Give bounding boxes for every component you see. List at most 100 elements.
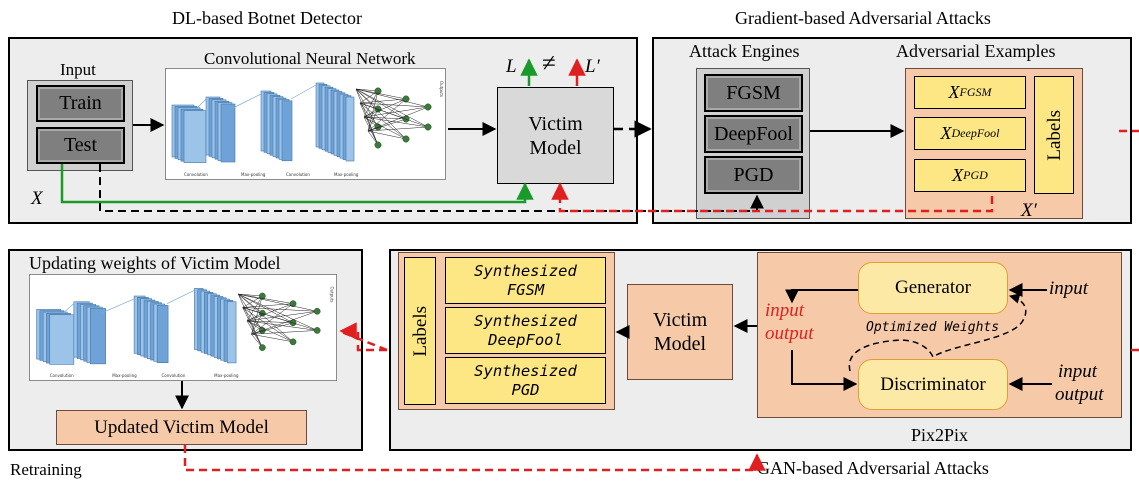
arrow-optimized-weights — [848, 293, 1027, 372]
nn-layer-3-10 — [226, 301, 237, 364]
botnet-detector-caption: DL-based Botnet Detector — [172, 8, 362, 28]
nn-fan-5-3 — [367, 118, 407, 132]
nn-node-7 — [313, 307, 321, 315]
x-deepfool-base: X — [940, 123, 952, 143]
x-deepfool-sub: DeepFool — [951, 126, 1000, 140]
nn-link-1 — [101, 298, 135, 314]
pix2pix-input-red: input — [765, 300, 805, 321]
nn-link-0 — [195, 98, 207, 110]
nn-node-7 — [424, 103, 432, 111]
lprime-label: L′ — [585, 56, 600, 77]
nn-layer-0-4 — [49, 314, 75, 365]
nn-fan-8-0 — [355, 88, 429, 128]
nn-fan-4-0 — [238, 293, 294, 304]
retraining-label: Retraining — [10, 460, 82, 479]
nn-fan-4-2 — [246, 303, 294, 322]
gradient-attacks-caption: Gradient-based Adversarial Attacks — [735, 8, 991, 28]
nn-fan-7-2 — [363, 106, 429, 118]
nn-fan-3-1 — [359, 102, 379, 146]
gan-victim-model-box: Victim Model — [627, 284, 733, 380]
pix2pix-label: Pix2Pix — [911, 425, 969, 445]
x-fgsm-base: X — [948, 82, 960, 102]
nn-layer-1-5 — [89, 308, 106, 365]
generator-box: Generator — [858, 262, 1008, 314]
nn-node-6 — [289, 338, 297, 346]
nn-layer-1-5 — [220, 103, 236, 163]
nn-caption-2: Convolution — [162, 373, 186, 378]
arrow-x-green — [60, 164, 534, 204]
engine-deepfool: DeepFool — [704, 115, 803, 153]
x-fgsm-sub: FGSM — [959, 85, 992, 99]
xprime-label: X′ — [1021, 200, 1037, 221]
attack-engines-label: Attack Engines — [689, 41, 800, 61]
nn-fan-8-1 — [359, 102, 429, 128]
arrow-generator-out — [785, 289, 858, 304]
synth-labels-box: Labels — [404, 257, 436, 405]
nn-fan-7-1 — [242, 307, 318, 312]
nn-node-0 — [259, 292, 266, 300]
x-label: X — [31, 188, 43, 209]
nn-fan-7-3 — [367, 106, 429, 132]
nn-fan-2-0 — [238, 293, 263, 331]
nn-fan-7-2 — [246, 311, 318, 322]
nn-fan-8-1 — [242, 307, 318, 331]
nn-fan-7-0 — [355, 88, 429, 108]
nn-node-0 — [374, 87, 382, 95]
arrow-gan-to-retrain-a — [338, 329, 388, 352]
train-box: Train — [36, 85, 125, 122]
nn-node-4 — [289, 300, 297, 307]
x-pgd-base: X — [952, 165, 964, 185]
engine-fgsm: FGSM — [704, 74, 803, 112]
adversarial-examples-label: Adversarial Examples — [896, 41, 1056, 61]
nn-link-1 — [230, 93, 262, 110]
nn-fan-3-1 — [242, 307, 263, 348]
nn-node-3 — [374, 141, 382, 149]
nn-caption-3: Max-pooling — [214, 373, 239, 378]
synth-deepfool-line2: DeepFool — [488, 330, 563, 349]
nn-fan-6-2 — [246, 320, 294, 343]
nn-outputs-label: Outputs — [439, 81, 444, 97]
nn-layer-2-7 — [156, 305, 169, 364]
l-label: L — [506, 56, 517, 77]
nn-fan-5-3 — [251, 322, 294, 335]
arrow-adv-to-victim — [551, 182, 994, 213]
nn-fan-2-0 — [355, 88, 379, 128]
nn-fan-4-2 — [363, 98, 407, 118]
nn-fan-4-3 — [367, 98, 407, 132]
arrow-test-to-engines — [99, 164, 764, 212]
synth-pgd-line1: Synthesized — [474, 361, 577, 380]
nn-link-0 — [62, 303, 75, 314]
neq-symbol: ≠ — [542, 50, 556, 77]
arrow-output-to-discriminator — [791, 350, 858, 391]
nn-fan-6-0 — [238, 293, 294, 343]
synth-deepfool-box: Synthesized DeepFool — [445, 307, 606, 354]
updating-weights-title: Updating weights of Victim Model — [29, 253, 281, 273]
nn-caption-2: Convolution — [286, 172, 310, 177]
nn-node-6 — [402, 135, 410, 143]
nn-caption-3: Max-pooling — [334, 172, 359, 177]
generator-input-label: input — [1049, 278, 1089, 299]
nn-node-3 — [259, 344, 266, 351]
nn-link-2 — [166, 289, 195, 304]
nn-layer-3-10 — [345, 96, 355, 162]
updated-victim-model-box: Updated Victim Model — [56, 410, 307, 445]
nn-fan-0-0 — [238, 293, 263, 297]
optimized-weights-label: Optimized Weights — [866, 320, 1000, 335]
nn-layer-2-7 — [281, 100, 293, 162]
synth-deepfool-line1: Synthesized — [474, 311, 577, 330]
discriminator-box: Discriminator — [858, 359, 1008, 410]
arrow-gan-to-retrain — [339, 322, 387, 352]
nn-fan-8-2 — [246, 320, 318, 331]
synth-fgsm-line1: Synthesized — [474, 261, 577, 280]
discriminator-output-label: output — [1055, 384, 1104, 405]
synth-fgsm-box: Synthesized FGSM — [445, 257, 606, 304]
nn-fan-8-3 — [251, 330, 318, 335]
nn-node-8 — [424, 123, 432, 131]
